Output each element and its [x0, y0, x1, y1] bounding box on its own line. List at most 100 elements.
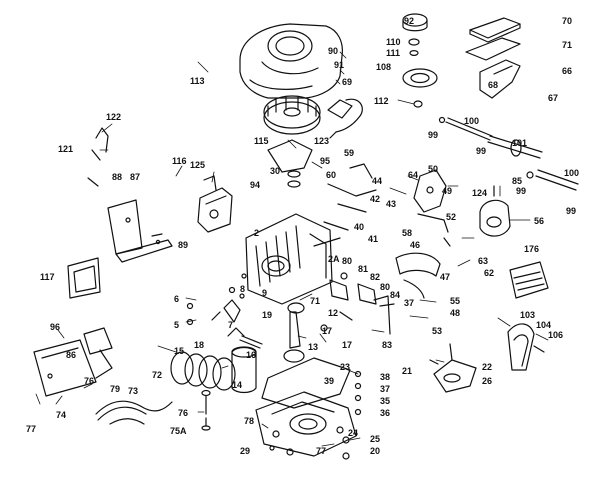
part-label: 16: [246, 350, 257, 360]
cylinder-block: [245, 213, 333, 305]
part-label: 46: [410, 240, 421, 250]
part-label: 53: [432, 326, 443, 336]
part-label: 176: [524, 244, 540, 254]
bolt-fasteners: [186, 272, 362, 460]
part-label: 44: [372, 176, 383, 186]
part-label: 59: [344, 148, 355, 158]
part-label: 71: [562, 40, 573, 50]
part-label: 25: [370, 434, 381, 444]
part-label: 101: [512, 138, 528, 148]
camshaft: [487, 135, 579, 191]
part-label: 41: [368, 234, 379, 244]
part-label: 6: [174, 294, 180, 304]
part-label: 106: [548, 330, 564, 340]
part-label: 67: [548, 93, 559, 103]
part-label: 68: [488, 80, 499, 90]
cylinder-head: [267, 139, 313, 188]
part-label: 99: [516, 186, 527, 196]
part-label: 99: [476, 146, 487, 156]
part-label: 56: [534, 216, 545, 226]
part-label: 48: [450, 308, 461, 318]
part-label: 87: [130, 172, 141, 182]
part-label: 14: [232, 380, 243, 390]
part-label: 12: [328, 308, 339, 318]
part-label: 35: [380, 396, 391, 406]
part-label: 63: [478, 256, 489, 266]
part-label: 104: [536, 320, 552, 330]
part-label: 21: [402, 366, 413, 376]
part-label: 77: [316, 446, 327, 456]
part-label: 80: [342, 256, 353, 266]
part-label: 70: [562, 16, 573, 26]
part-label: 37: [380, 384, 391, 394]
part-label: 110: [386, 37, 401, 47]
part-label: 96: [50, 322, 61, 332]
part-label: 91: [334, 60, 345, 70]
blower-housing: [239, 23, 343, 99]
part-label: 88: [112, 172, 123, 182]
part-label: 9: [262, 288, 268, 298]
part-label: 100: [464, 116, 480, 126]
part-label: 73: [128, 386, 139, 396]
crankshaft: [329, 279, 377, 321]
part-label: 49: [442, 186, 453, 196]
part-label: 121: [58, 144, 74, 154]
ignition-coil: [327, 98, 363, 139]
part-label: 42: [370, 194, 381, 204]
part-label: 108: [376, 62, 392, 72]
leader-lines: [35, 51, 549, 447]
part-label: 17: [342, 340, 353, 350]
part-label: 122: [106, 112, 122, 122]
part-label: 2A: [328, 254, 340, 264]
part-label: 92: [404, 16, 415, 26]
handle-bracket: [507, 323, 545, 371]
part-label: 99: [566, 206, 577, 216]
part-label: 82: [370, 272, 381, 282]
part-label: 89: [178, 240, 189, 250]
exhaust-elbow: [395, 252, 441, 299]
gasket-rings: [408, 38, 420, 56]
governor-shaft: [438, 116, 493, 141]
part-label: 62: [484, 268, 495, 278]
part-label: 113: [190, 76, 205, 86]
part-label: 19: [262, 310, 273, 320]
part-label: 117: [40, 272, 55, 282]
part-label: 20: [370, 446, 381, 456]
part-label: 123: [314, 136, 330, 146]
side-cover: [33, 327, 113, 397]
control-plate: [413, 169, 451, 247]
piston: [231, 346, 257, 394]
dipstick: [373, 295, 395, 335]
part-label: 125: [190, 160, 206, 170]
oil-pump-gear: [479, 185, 511, 237]
part-label: 76: [84, 376, 95, 386]
part-label: 116: [172, 156, 187, 166]
engine-base: [255, 391, 357, 457]
wire-loom: [95, 400, 173, 425]
control-bracket: [107, 199, 173, 263]
part-label: 55: [450, 296, 461, 306]
part-label: 43: [386, 199, 397, 209]
part-label: 100: [564, 168, 580, 178]
part-label: 7: [228, 320, 234, 330]
part-label: 69: [342, 77, 353, 87]
pivot-spring: [87, 127, 109, 187]
part-label: 38: [380, 372, 391, 382]
flywheel: [263, 95, 321, 135]
part-label: 37: [404, 298, 415, 308]
part-label: 72: [152, 370, 163, 380]
part-label: 95: [320, 156, 331, 166]
part-label: 78: [244, 416, 255, 426]
part-label: 81: [358, 264, 369, 274]
part-label: 83: [382, 340, 393, 350]
part-label: 60: [326, 170, 337, 180]
part-label: 94: [250, 180, 261, 190]
breather-plate: [67, 257, 101, 299]
fuel-cap: [402, 13, 428, 32]
part-label: 24: [348, 428, 359, 438]
part-label: 52: [446, 212, 457, 222]
part-label: 80: [380, 282, 391, 292]
part-label: 17: [322, 326, 333, 336]
